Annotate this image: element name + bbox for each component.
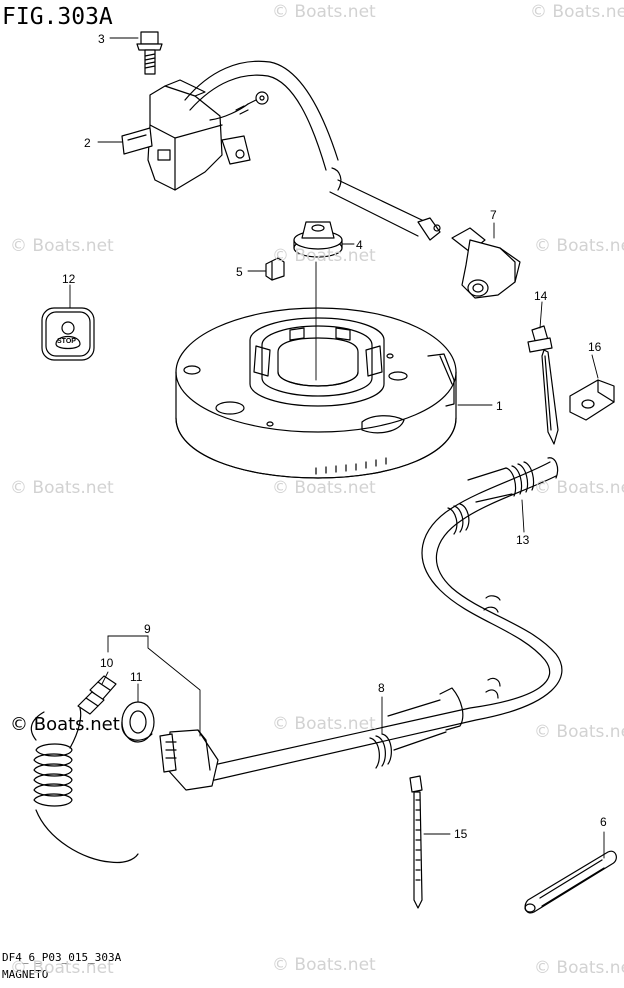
ignition-coil-part [121,79,251,191]
callout-1: 1 [496,399,503,413]
spark-plug-cap-part [451,227,521,299]
callout-11: 11 [130,670,143,684]
wire-harness-part [199,457,563,783]
flywheel-part [175,307,457,479]
watermark: © Boats.net [272,2,376,22]
stop-switch-lead-part [159,729,219,791]
watermark: © Boats.net [534,236,624,256]
watermark: © Boats.net [10,958,114,978]
watermark: © Boats.net [272,714,376,734]
watermark: © Boats.net [10,236,114,256]
stop-label: STOP [57,338,76,345]
callout-8: 8 [378,681,385,695]
callout-6: 6 [600,815,607,829]
figure-name: MAGNETO [2,968,49,981]
callout-4: 4 [356,238,363,252]
watermark: © Boats.net [530,2,624,22]
watermark: © Boats.net [272,246,376,266]
callout-7: 7 [490,208,497,222]
watermark-dark: © Boats.net [10,714,120,735]
watermark: © Boats.net [10,478,114,498]
grommet-part [121,701,155,743]
watermark: © Boats.net [272,955,376,975]
callout-13: 13 [516,533,530,547]
bolt-part [136,31,163,75]
cable-tie-part [409,775,423,909]
lead-wire-part [30,675,139,864]
callout-2: 2 [84,136,91,150]
callout-10: 10 [100,656,114,670]
callout-15: 15 [454,827,468,841]
callout-3: 3 [98,32,105,46]
band-part [524,850,617,914]
leader-lines [69,37,605,859]
watermark: © Boats.net [534,958,624,978]
flywheel-key-part [265,257,285,281]
flywheel-nut-part [293,221,343,258]
watermark: © Boats.net [534,722,624,742]
plate-part [569,379,615,421]
clip-part [527,325,559,445]
callout-5: 5 [236,265,243,279]
callout-12: 12 [62,272,76,286]
stop-button-part [41,307,95,361]
callout-9: 9 [144,622,151,636]
callout-14: 14 [534,289,548,303]
callout-numbers: 1 2 3 4 5 6 7 8 9 10 11 12 13 14 15 16 S… [57,32,607,841]
figure-title: FIG.303A [2,4,113,30]
watermark: © Boats.net [272,478,376,498]
ht-cable-part [184,60,441,241]
figure-code: DF4_6_P03_015_303A [2,951,122,964]
watermark: © Boats.net [534,478,624,498]
callout-16: 16 [588,340,602,354]
